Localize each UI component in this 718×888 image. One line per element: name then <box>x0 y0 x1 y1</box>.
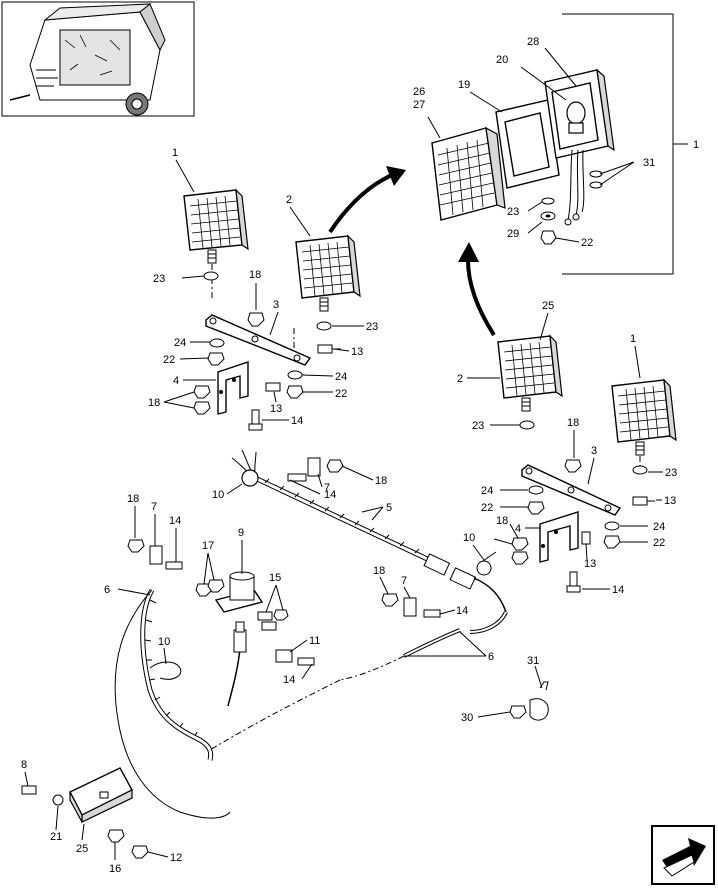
callout-label: 6 <box>104 584 110 596</box>
callout-label: 10 <box>463 532 475 544</box>
spiral-wrap-10 <box>149 661 182 680</box>
callout-label: 21 <box>50 831 62 843</box>
relay-9 <box>195 571 264 613</box>
callout-label: 7 <box>151 501 157 513</box>
hardware-15 <box>257 609 289 631</box>
callout-label: 24 <box>653 521 665 533</box>
leader-lines <box>24 47 663 860</box>
callout-label: 24 <box>335 371 347 383</box>
left-harness-6 <box>114 588 247 819</box>
nut-30-bracket-31 <box>509 681 549 721</box>
callout-label: 22 <box>653 537 665 549</box>
clamp-11 <box>275 649 315 666</box>
callout-label: 13 <box>351 346 363 358</box>
callout-label: 30 <box>461 712 473 724</box>
callout-label: 26 <box>413 86 425 98</box>
callout-label: 18 <box>496 515 508 527</box>
callout-label: 23 <box>153 273 165 285</box>
callout-label: 22 <box>163 354 175 366</box>
callout-label: 13 <box>270 403 282 415</box>
callout-label: 24 <box>481 485 493 497</box>
callout-label: 29 <box>507 228 519 240</box>
clamp-7-left <box>127 539 183 570</box>
callout-label: 15 <box>269 572 281 584</box>
callout-label: 3 <box>591 445 597 457</box>
callout-label: 25 <box>76 843 88 855</box>
machine-thumbnail <box>1 1 195 117</box>
callout-label: 22 <box>581 237 593 249</box>
right-hardware <box>511 459 655 593</box>
callout-label: 20 <box>496 54 508 66</box>
callout-label: 11 <box>309 635 320 647</box>
callout-label: 14 <box>456 605 468 617</box>
callout-label: 1 <box>630 333 636 345</box>
callout-label: 1 <box>693 139 699 151</box>
callout-labels: 1 28 20 19 26 27 31 23 29 22 1 2 23 18 3… <box>21 36 699 875</box>
callout-label: 19 <box>458 79 470 91</box>
callout-label: 14 <box>291 415 303 427</box>
left-lamp-2 <box>295 234 361 312</box>
hardware-top-right <box>540 170 603 245</box>
callout-label: 22 <box>481 502 493 514</box>
callout-label: 22 <box>335 388 347 400</box>
callout-label: 13 <box>584 558 596 570</box>
callout-label: 17 <box>202 540 214 552</box>
callout-label: 31 <box>527 655 539 667</box>
callout-label: 25 <box>542 300 554 312</box>
callout-label: 9 <box>238 527 244 539</box>
callout-label: 6 <box>488 651 494 663</box>
next-page-arrow-icon[interactable] <box>651 825 715 885</box>
callout-label: 7 <box>324 482 330 494</box>
callout-label: 24 <box>174 337 186 349</box>
callout-label: 12 <box>170 852 182 864</box>
wiring-harness-5 <box>231 449 477 590</box>
right-lamp-2-25 <box>497 334 563 412</box>
callout-label: 2 <box>457 373 463 385</box>
callout-label: 1 <box>172 147 178 159</box>
callout-label: 23 <box>472 420 484 432</box>
round-baler-thumbnail-icon <box>9 3 166 116</box>
right-lamp-1 <box>611 378 677 456</box>
callout-label: 4 <box>173 375 179 387</box>
callout-label: 18 <box>148 397 160 409</box>
module-25 <box>21 767 149 859</box>
right-bracket-4 <box>539 511 579 563</box>
right-mount-bar-3 <box>521 464 622 516</box>
callout-label: 18 <box>127 493 139 505</box>
callout-label: 4 <box>515 523 521 535</box>
callout-label: 31 <box>643 157 655 169</box>
lamp-bulb-20 <box>566 101 586 134</box>
callout-label: 23 <box>665 467 677 479</box>
callout-label: 14 <box>324 489 336 501</box>
callout-label: 16 <box>109 863 121 875</box>
callout-label: 18 <box>373 565 385 577</box>
callout-label: 3 <box>273 299 279 311</box>
callout-label: 18 <box>567 417 579 429</box>
callout-label: 5 <box>386 502 392 514</box>
callout-label: 14 <box>169 515 181 527</box>
callout-label: 18 <box>375 475 387 487</box>
callout-label: 10 <box>158 636 170 648</box>
callout-label: 28 <box>527 36 539 48</box>
callout-label: 10 <box>212 489 224 501</box>
callout-label: 2 <box>286 194 292 206</box>
left-bracket-4 <box>217 361 249 415</box>
left-mount-bar-3 <box>205 314 312 366</box>
callout-label: 23 <box>366 321 378 333</box>
callout-label: 14 <box>283 674 295 686</box>
callout-label: 8 <box>21 759 27 771</box>
left-lamp-1 <box>183 188 249 264</box>
lamp-wires <box>564 149 585 226</box>
lamp-lens-26-27 <box>431 126 506 221</box>
callout-label: 27 <box>413 99 425 111</box>
callout-label: 23 <box>507 206 519 218</box>
lamp-gasket-19 <box>495 99 560 189</box>
callout-label: 18 <box>249 269 261 281</box>
callout-label: 13 <box>664 495 676 507</box>
callout-label: 14 <box>612 584 624 596</box>
callout-label: 7 <box>401 575 407 587</box>
